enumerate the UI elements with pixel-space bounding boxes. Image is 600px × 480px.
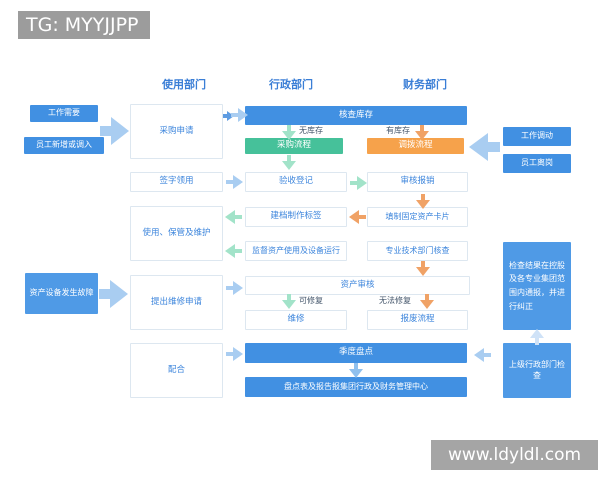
lane-header-admin-dept: 行政部门	[269, 78, 313, 91]
node-repair: 维修	[245, 310, 347, 330]
node-cooperate: 配合	[130, 343, 223, 398]
node-transfer-process: 调拨流程	[367, 138, 464, 154]
arrow-sign-to-acceptance-icon	[226, 175, 243, 189]
arrow-superior-to-inspection-icon	[530, 329, 544, 345]
label-repairable: 可修复	[299, 296, 323, 305]
node-scrap-process: 报废流程	[367, 310, 468, 330]
arrow-has-stock-down-icon	[415, 125, 429, 141]
arrow-right-triggers-to-transfer-icon	[468, 133, 500, 161]
node-quarterly-count: 季度盘点	[245, 343, 467, 363]
node-inspection-result: 检查结果在控股及各专业集团范围内通报，并进行纠正	[503, 242, 571, 330]
arrow-repair-request-to-review-icon	[226, 281, 243, 295]
arrow-archive-to-use-icon	[225, 210, 242, 224]
node-purchase-process: 采购流程	[245, 138, 343, 154]
arrow-triggers-to-purchase-request-icon	[100, 117, 130, 145]
arrow-cooperate-to-quarterly-icon	[226, 347, 243, 361]
arrow-superior-to-quarterly-icon	[474, 348, 491, 362]
node-work-need: 工作需要	[30, 105, 98, 122]
node-sign-receive: 签字领用	[130, 172, 223, 192]
arrow-supervise-to-use-icon	[225, 244, 242, 258]
arrow-card-to-archive-icon	[349, 210, 366, 224]
node-acceptance-register: 验收登记	[245, 172, 347, 192]
label-has-stock: 有库存	[386, 126, 410, 135]
arrow-unrepairable-down-icon	[420, 294, 434, 310]
node-tech-check: 专业技术部门核查	[367, 241, 468, 261]
arrow-acceptance-to-audit-icon	[350, 176, 367, 190]
node-supervise: 监督资产使用及设备运行	[245, 241, 347, 261]
tag-label: TG: MYYJJPP	[18, 11, 150, 39]
node-superior-check: 上级行政部门检查	[503, 343, 571, 398]
label-no-stock: 无库存	[299, 126, 323, 135]
lane-header-use-dept: 使用部门	[162, 78, 206, 91]
arrow-purchase-request-to-inventory-icon	[231, 108, 248, 122]
node-report: 盘点表及报告报集团行政及财务管理中心	[245, 377, 467, 397]
node-employee-new: 员工新增或调入	[24, 137, 104, 154]
arrow-no-stock-down-icon	[282, 125, 296, 141]
lane-header-finance-dept: 财务部门	[403, 78, 447, 91]
arrow-tech-check-down-icon	[416, 261, 430, 277]
node-employee-leave: 员工离岗	[503, 154, 571, 173]
arrow-purchase-process-down-icon	[282, 155, 296, 171]
node-asset-fault: 资产设备发生故障	[25, 273, 98, 314]
node-check-inventory: 核查库存	[245, 106, 467, 125]
arrow-repairable-down-icon	[282, 294, 296, 310]
node-asset-card: 填制固定资产卡片	[367, 207, 468, 227]
node-job-transfer: 工作调动	[503, 127, 571, 146]
node-asset-review: 资产审核	[245, 276, 470, 295]
node-audit-reimburse: 审核报销	[367, 172, 468, 192]
node-repair-request: 提出维修申请	[130, 275, 223, 330]
arrow-quarterly-to-report-icon	[349, 363, 363, 379]
node-archive-label: 建档制作标签	[245, 207, 347, 227]
node-purchase-request: 采购申请	[130, 104, 223, 159]
arrow-fault-to-repair-request-icon	[99, 280, 129, 308]
arrow-purchase-request-to-inventory-small-icon	[223, 111, 234, 121]
watermark-url: www.ldyldl.com	[431, 440, 598, 470]
arrow-audit-to-card-icon	[416, 194, 430, 210]
label-unrepairable: 无法修复	[379, 296, 411, 305]
node-use-keep-maintain: 使用、保管及维护	[130, 206, 223, 261]
